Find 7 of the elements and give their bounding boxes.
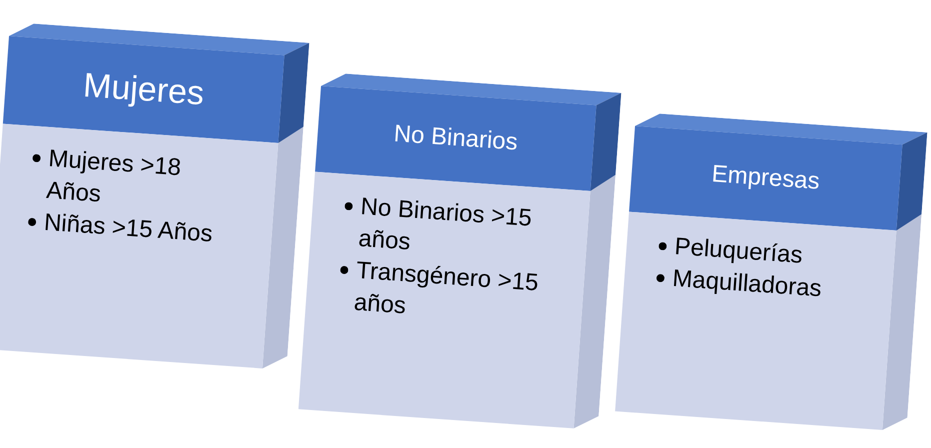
column-heading: Mujeres xyxy=(82,64,206,114)
list-item: Niñas >15 Años xyxy=(42,208,214,250)
list-item: Mujeres >18 Años xyxy=(45,144,183,210)
list-item: Transgénero >15 años xyxy=(352,256,540,322)
list-item: No Binarios >15 años xyxy=(357,192,534,258)
column-heading: No Binarios xyxy=(392,119,519,158)
column-heading: Empresas xyxy=(710,159,821,197)
